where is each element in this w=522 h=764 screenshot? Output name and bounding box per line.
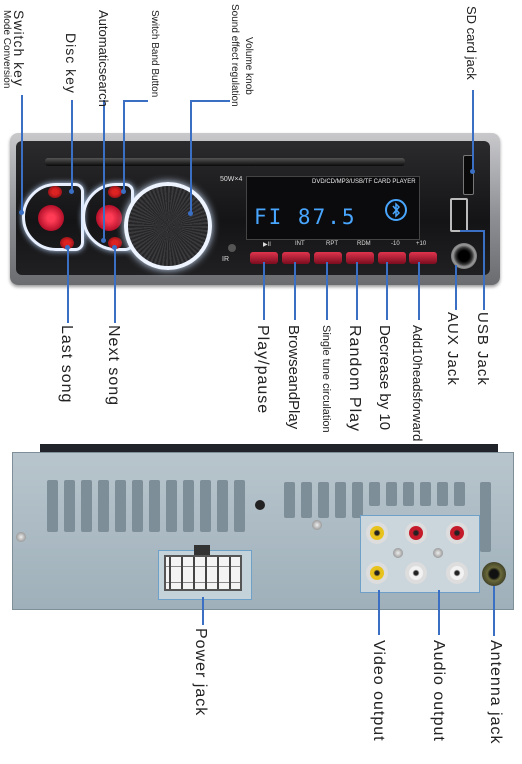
vent bbox=[132, 480, 143, 532]
mode-conversion-label: Mode Conversion bbox=[1, 10, 12, 89]
back-screw-mid bbox=[255, 500, 265, 510]
vent bbox=[115, 480, 126, 532]
vent bbox=[403, 482, 414, 506]
last-song-button[interactable] bbox=[38, 205, 64, 231]
vent bbox=[369, 482, 380, 506]
aux-port[interactable] bbox=[451, 243, 477, 269]
plus10-button[interactable] bbox=[409, 252, 437, 264]
formats-text: DVD/CD/MP3/USB/TF CARD PLAYER bbox=[312, 179, 416, 185]
video-output-jack-2[interactable] bbox=[366, 562, 388, 584]
audio-output-red-jack-2[interactable] bbox=[446, 522, 468, 544]
ir-sensor bbox=[228, 244, 236, 252]
vent bbox=[386, 482, 397, 506]
vent bbox=[200, 480, 211, 532]
vent bbox=[234, 480, 245, 532]
vent bbox=[217, 480, 228, 532]
next-song-label: Next song bbox=[105, 325, 122, 407]
audio-output-white-jack-2[interactable] bbox=[446, 562, 468, 584]
usb-port[interactable] bbox=[450, 198, 468, 232]
vent bbox=[420, 482, 431, 506]
rpt-button[interactable] bbox=[314, 252, 342, 264]
btn-rpt-label: RPT bbox=[326, 241, 338, 247]
volume-knob-label: Volume knob bbox=[243, 37, 254, 95]
add10-heads-forward-label: Add10headsforward bbox=[410, 325, 425, 442]
panel-screw bbox=[312, 520, 322, 530]
single-tune-circulation-label: Single tune circulation bbox=[320, 325, 332, 433]
lcd-display bbox=[246, 176, 420, 240]
decrease-by-10-label: Decrease by 10 bbox=[376, 325, 393, 431]
last-song-label: Last song bbox=[58, 325, 75, 404]
vent bbox=[64, 480, 75, 532]
sd-card-jack-label: SD card jack bbox=[464, 6, 479, 80]
ir-text: IR bbox=[222, 256, 229, 263]
play-pause-label: Play/pause bbox=[254, 325, 271, 415]
minus10-button[interactable] bbox=[378, 252, 406, 264]
vent bbox=[480, 482, 491, 552]
btn-rdm-label: RDM bbox=[357, 241, 371, 247]
next-song-button[interactable] bbox=[96, 205, 122, 231]
usb-jack-label: USB Jack bbox=[474, 312, 491, 386]
power-rating-text: 50W×4 bbox=[220, 176, 243, 183]
band-button[interactable] bbox=[108, 186, 122, 198]
vent bbox=[81, 480, 92, 532]
power-jack-connector[interactable] bbox=[164, 555, 242, 591]
bluetooth-icon bbox=[385, 199, 407, 221]
vent bbox=[454, 482, 465, 506]
automatic-search-label: Automaticsearch bbox=[96, 10, 111, 107]
audio-output-label: Audio output bbox=[430, 640, 447, 742]
audio-output-white-jack-1[interactable] bbox=[405, 562, 427, 584]
btn-play-label: ▶II bbox=[263, 242, 271, 248]
vent bbox=[318, 482, 329, 518]
btn-plus10-label: +10 bbox=[416, 241, 427, 247]
vent bbox=[166, 480, 177, 532]
rca-screw bbox=[433, 548, 443, 558]
antenna-jack[interactable] bbox=[482, 562, 506, 586]
aux-jack-label: AUX Jack bbox=[444, 312, 461, 386]
display-readout: FI 87.5 bbox=[254, 205, 357, 229]
vent bbox=[284, 482, 295, 518]
rca-screw bbox=[393, 548, 403, 558]
disc-slot bbox=[45, 158, 405, 166]
random-play-label: Random Play bbox=[346, 325, 363, 433]
antenna-jack-label: Antenna jack bbox=[487, 640, 504, 745]
switch-band-button-label: Switch Band Button bbox=[149, 10, 160, 98]
video-output-jack[interactable] bbox=[366, 522, 388, 544]
btn-minus10-label: -10 bbox=[391, 241, 400, 247]
int-button[interactable] bbox=[282, 252, 310, 264]
mode-button[interactable] bbox=[60, 237, 74, 249]
power-connector-clip bbox=[194, 545, 210, 555]
switch-key-button[interactable] bbox=[48, 186, 62, 198]
vent bbox=[335, 482, 346, 518]
vent bbox=[149, 480, 160, 532]
back-screw-left bbox=[16, 532, 26, 542]
play-pause-button[interactable] bbox=[250, 252, 278, 264]
power-jack-label: Power jack bbox=[192, 628, 209, 717]
switch-key-label: Switch key bbox=[11, 10, 27, 87]
vent bbox=[301, 482, 312, 518]
vent bbox=[47, 480, 58, 532]
vent bbox=[183, 480, 194, 532]
sound-effect-regulation-label: Sound effect regulation bbox=[229, 4, 240, 107]
back-panel-edge bbox=[40, 444, 498, 454]
vent bbox=[437, 482, 448, 506]
vent bbox=[352, 482, 363, 518]
audio-output-red-jack-1[interactable] bbox=[405, 522, 427, 544]
rdm-button[interactable] bbox=[346, 252, 374, 264]
disc-key-label: Disc key bbox=[63, 33, 79, 94]
sd-card-slot[interactable] bbox=[463, 155, 474, 195]
video-output-label: Video output bbox=[370, 640, 387, 742]
browse-and-play-label: BrowseandPlay bbox=[285, 325, 302, 430]
volume-knob[interactable] bbox=[124, 182, 212, 270]
btn-int-label: INT bbox=[295, 241, 305, 247]
vent bbox=[98, 480, 109, 532]
auto-search-button[interactable] bbox=[108, 237, 122, 249]
